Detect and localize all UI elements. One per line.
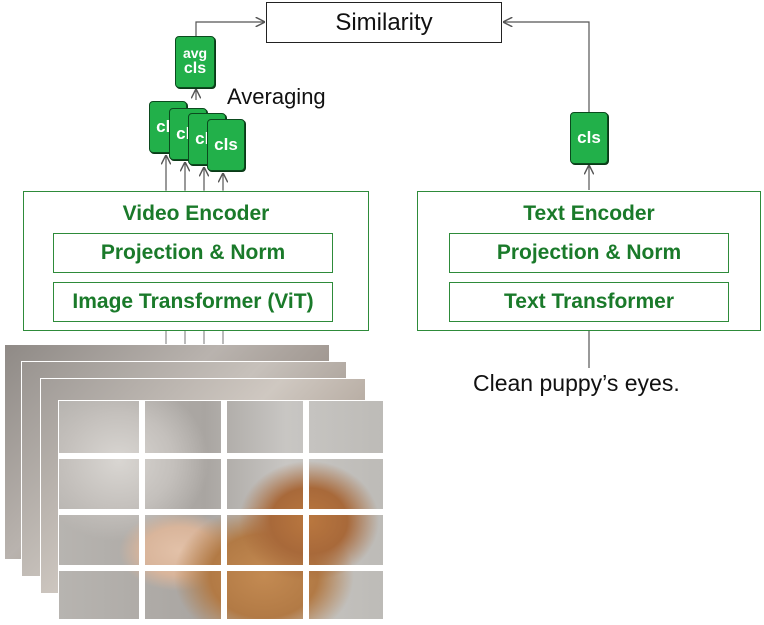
avg-token-line1: avg xyxy=(182,45,208,62)
image-transformer-label: Image Transformer (ViT) xyxy=(72,290,314,313)
similarity-label: Similarity xyxy=(335,8,433,36)
video-projection-label: Projection & Norm xyxy=(100,241,286,264)
text-transformer-label: Text Transformer xyxy=(504,290,674,313)
text-projection-norm-box: Projection & Norm xyxy=(449,233,729,273)
text-token-label: cls xyxy=(577,128,601,148)
video-projection-norm-box: Projection & Norm xyxy=(53,233,333,273)
avg-token-line2: cls xyxy=(183,59,207,77)
text-projection-label: Projection & Norm xyxy=(496,241,682,264)
avg-to-similarity-arrow xyxy=(195,22,264,38)
video-frame-front xyxy=(58,400,384,620)
similarity-box: Similarity xyxy=(266,2,502,43)
caption-text: Clean puppy’s eyes. xyxy=(473,370,680,396)
avg-cls-token: avg cls xyxy=(175,36,215,88)
frame-cls-token-4: cls xyxy=(207,119,245,171)
text-encoder-title: Text Encoder xyxy=(523,202,655,225)
text-to-similarity-arrow xyxy=(504,22,590,112)
frame-token-label: cls xyxy=(214,135,238,155)
text-transformer-box: Text Transformer xyxy=(449,282,729,322)
text-cls-token: cls xyxy=(570,112,608,164)
image-transformer-box: Image Transformer (ViT) xyxy=(53,282,333,322)
averaging-label: Averaging xyxy=(227,84,326,109)
video-encoder-title: Video Encoder xyxy=(122,202,270,225)
